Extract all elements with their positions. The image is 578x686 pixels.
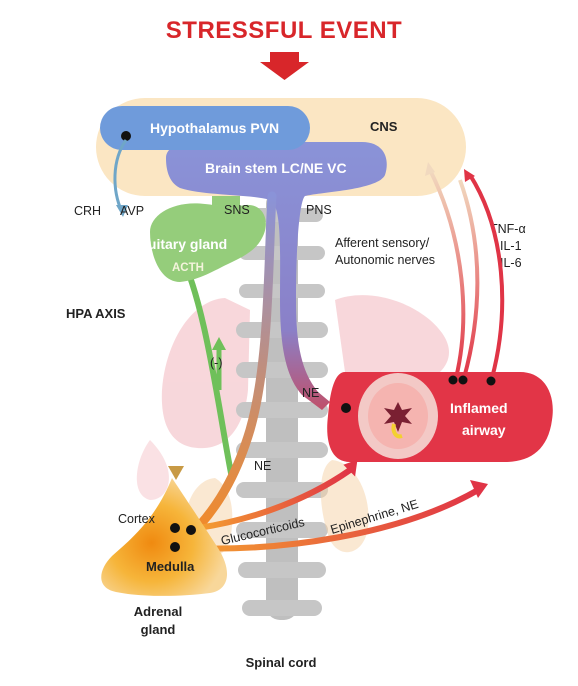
cytokine-arrowhead-icon <box>464 169 475 182</box>
spinal-cord-label: Spinal cord <box>246 655 317 670</box>
hypothalamus-dot <box>121 131 131 141</box>
brain-stem-label: Brain stem LC/NE VC <box>205 160 347 176</box>
pituitary-stalk <box>212 196 240 210</box>
ne-label-bottom: NE <box>254 459 271 473</box>
afferent-arrows <box>428 169 505 379</box>
airway-dot-ne <box>341 403 351 413</box>
stress-arrow-icon <box>260 52 309 80</box>
epinephrine-arrow <box>184 487 480 552</box>
adrenal-dot-2 <box>186 525 196 535</box>
cortex-label: Cortex <box>118 512 156 526</box>
airway-dot-2 <box>458 375 468 385</box>
adrenal-gland <box>101 478 228 596</box>
adrenal-label-line1: Adrenal <box>134 604 182 619</box>
sns-pathway <box>195 191 277 530</box>
cytokine-il6: IL-6 <box>500 256 522 270</box>
cytokine-il1: IL-1 <box>500 239 522 253</box>
lungs-background <box>136 295 450 500</box>
cns-label: CNS <box>370 119 398 134</box>
airway-lumen <box>384 402 412 432</box>
sns-label: SNS <box>224 203 250 217</box>
title: STRESSFUL EVENT <box>166 17 402 44</box>
crh-label: CRH <box>74 204 101 218</box>
adrenal-label-line2: gland <box>141 622 176 637</box>
afferent-arrowhead-icon <box>425 162 435 176</box>
afferent-label-line1: Afferent sensory/ <box>335 236 430 250</box>
adrenal-dot-1 <box>170 523 180 533</box>
adrenal-dot-3 <box>170 542 180 552</box>
afferent-label-line2: Autonomic nerves <box>335 253 435 267</box>
hpa-axis-label: HPA AXIS <box>66 306 126 321</box>
ne-label-top: NE <box>302 386 319 400</box>
epinephrine-arrowhead-icon <box>470 480 488 498</box>
negative-feedback-label: (-) <box>210 356 223 370</box>
avp-label: AVP <box>120 204 144 218</box>
glucocorticoid-arrow <box>197 467 352 531</box>
airway-dot-3 <box>486 376 496 386</box>
acth-label: ACTH <box>172 262 204 274</box>
airway-mucus-icon <box>391 423 403 439</box>
glucocorticoid-arrowhead-icon <box>343 459 358 477</box>
hypothalamus <box>100 106 310 150</box>
pns-label: PNS <box>306 203 332 217</box>
airway-dot-1 <box>448 375 458 385</box>
inflamed-label-line1: Inflamed <box>450 400 508 416</box>
cytokine-tnf: TNF-α <box>490 222 526 236</box>
pituitary-gland <box>150 203 266 282</box>
inflamed-label-line2: airway <box>462 422 506 438</box>
hypothalamus-label: Hypothalamus PVN <box>150 120 279 136</box>
crh-arrowhead-icon <box>116 205 128 217</box>
pituitary-label: Pituitary gland <box>130 236 227 252</box>
medulla-label: Medulla <box>146 559 195 574</box>
